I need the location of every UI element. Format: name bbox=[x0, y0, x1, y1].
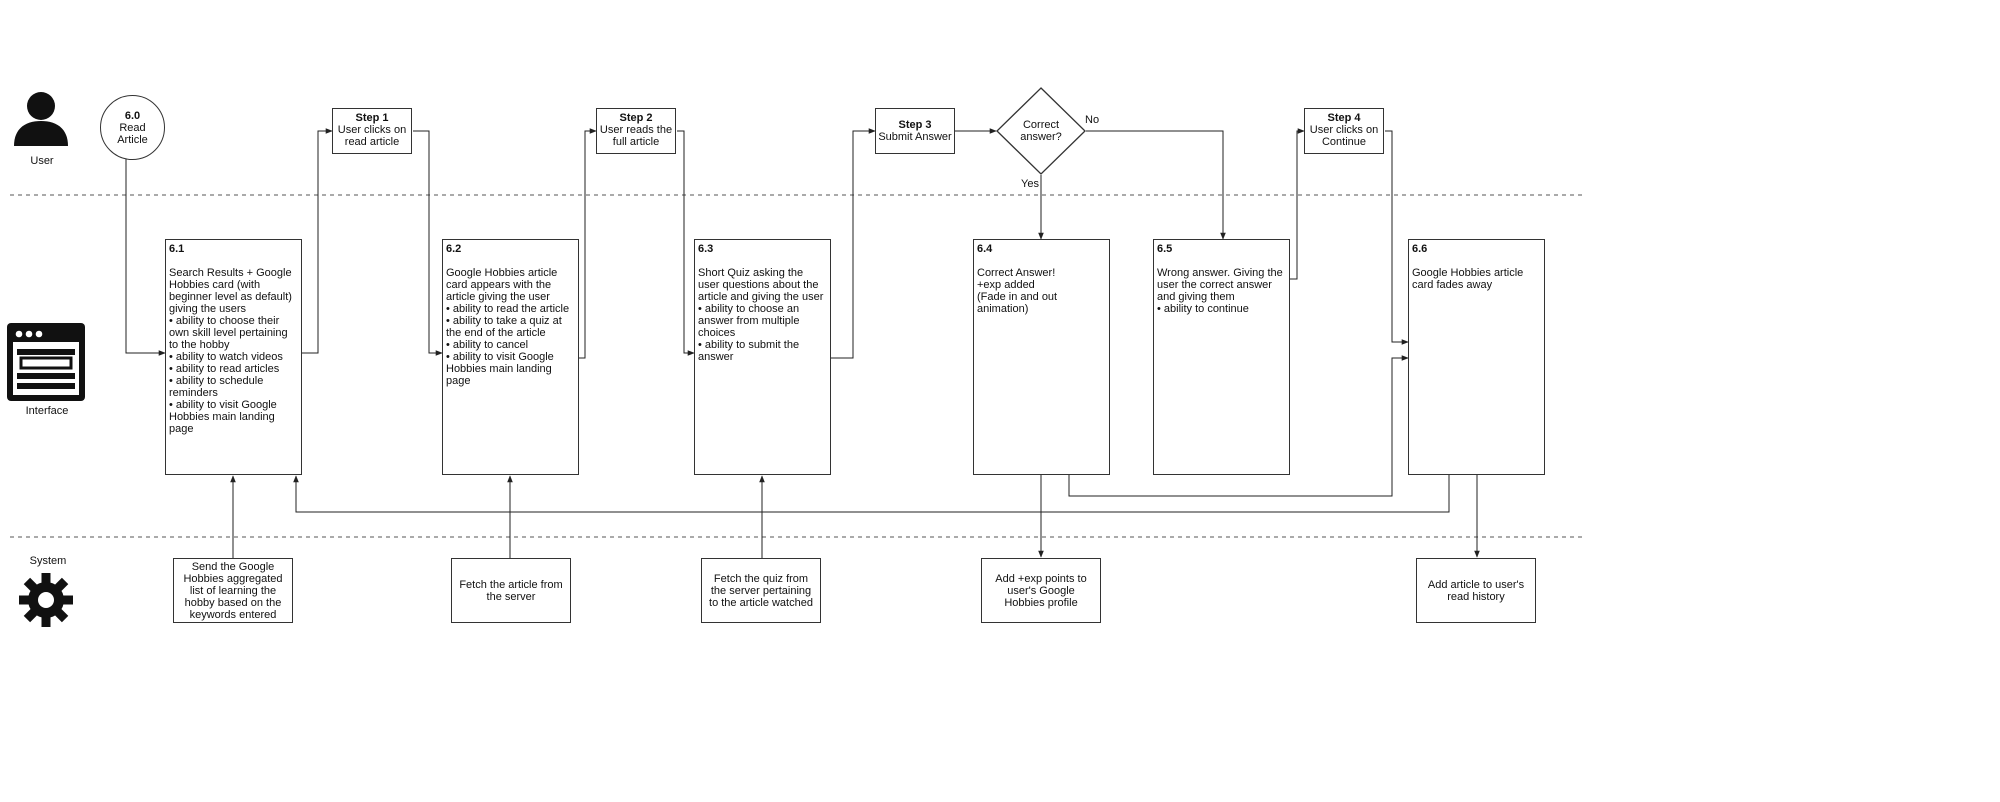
lane-label-interface: Interface bbox=[25, 405, 69, 417]
system-task-fetch-quiz: Fetch the quiz from the server pertainin… bbox=[701, 558, 821, 623]
system-task-add-history: Add article to user's read history bbox=[1416, 558, 1536, 623]
start-node-label: Read Article bbox=[117, 121, 148, 146]
screen-6-1-id: 6.1 bbox=[169, 243, 185, 255]
screen-6-1-text: Search Results + Google Hobbies card (wi… bbox=[169, 267, 292, 435]
edge-step4-to-6-6 bbox=[1385, 130, 1409, 345]
screen-6-4-id: 6.4 bbox=[977, 243, 993, 255]
edge-6-6-to-6-1 bbox=[293, 475, 1450, 513]
system-task-add-exp: Add +exp points to user's Google Hobbies… bbox=[981, 558, 1101, 623]
edge-6-3-to-step3 bbox=[831, 128, 876, 359]
screen-6-2-id: 6.2 bbox=[446, 243, 462, 255]
system-task-fetch-article: Fetch the article from the server bbox=[451, 558, 571, 623]
screen-6-3: 6.3 Short Quiz asking the user questions… bbox=[694, 239, 831, 475]
screen-6-6-id: 6.6 bbox=[1412, 243, 1428, 255]
edge-step1-to-6-2 bbox=[413, 130, 443, 356]
user-icon bbox=[14, 92, 68, 146]
step-4-title: Step 4 bbox=[1327, 112, 1361, 124]
screen-6-4: 6.4 Correct Answer! +exp added (Fade in … bbox=[973, 239, 1110, 475]
step-2-node: Step 2 User reads the full article bbox=[596, 108, 676, 154]
step-3-desc: Submit Answer bbox=[878, 131, 952, 143]
start-node: 6.0 Read Article bbox=[100, 95, 165, 160]
step-2-desc: User reads the full article bbox=[599, 124, 673, 148]
edge-decision-no-to-6-5 bbox=[1086, 130, 1226, 240]
system-task-send-list: Send the Google Hobbies aggregated list … bbox=[173, 558, 293, 623]
screen-6-2-text: Google Hobbies article card appears with… bbox=[446, 267, 570, 387]
screen-6-3-id: 6.3 bbox=[698, 243, 714, 255]
step-1-title: Step 1 bbox=[355, 112, 389, 124]
decision-question: Correct answer? bbox=[1020, 119, 1062, 143]
step-1-desc: User clicks on read article bbox=[337, 124, 407, 148]
edge-start-to-6-1 bbox=[125, 159, 166, 356]
edge-step2-to-6-3 bbox=[677, 130, 695, 356]
decision-diamond bbox=[996, 87, 1086, 175]
screen-6-1: 6.1 Search Results + Google Hobbies card… bbox=[165, 239, 302, 475]
step-4-node: Step 4 User clicks on Continue bbox=[1304, 108, 1384, 154]
edge-6-1-to-step1 bbox=[302, 128, 333, 354]
browser-window-icon bbox=[7, 323, 85, 401]
gear-icon bbox=[19, 573, 73, 627]
step-3-node: Step 3 Submit Answer bbox=[875, 108, 955, 154]
edge-6-4-to-6-6 bbox=[1068, 355, 1409, 497]
screen-6-2: 6.2 Google Hobbies article card appears … bbox=[442, 239, 579, 475]
step-1-node: Step 1 User clicks on read article bbox=[332, 108, 412, 154]
decision-yes-label: Yes bbox=[1021, 178, 1039, 190]
screen-6-5: 6.5 Wrong answer. Giving the user the co… bbox=[1153, 239, 1290, 475]
edge-6-5-to-step4 bbox=[1290, 128, 1305, 280]
start-node-title: 6.0 bbox=[124, 109, 141, 122]
screen-6-3-text: Short Quiz asking the user questions abo… bbox=[698, 267, 824, 363]
screen-6-5-id: 6.5 bbox=[1157, 243, 1173, 255]
connectors bbox=[125, 128, 1480, 558]
lane-label-system: System bbox=[29, 555, 67, 567]
step-2-title: Step 2 bbox=[619, 112, 653, 124]
decision-no-label: No bbox=[1085, 114, 1100, 126]
step-3-title: Step 3 bbox=[898, 119, 932, 131]
screen-6-6-text: Google Hobbies article card fades away bbox=[1412, 267, 1524, 291]
step-4-desc: User clicks on Continue bbox=[1309, 124, 1379, 148]
edge-6-2-to-step2 bbox=[579, 128, 597, 359]
screen-6-5-text: Wrong answer. Giving the user the correc… bbox=[1157, 267, 1283, 315]
screen-6-6: 6.6 Google Hobbies article card fades aw… bbox=[1408, 239, 1545, 475]
lane-label-user: User bbox=[30, 155, 54, 167]
screen-6-4-text: Correct Answer! +exp added (Fade in and … bbox=[977, 267, 1058, 315]
